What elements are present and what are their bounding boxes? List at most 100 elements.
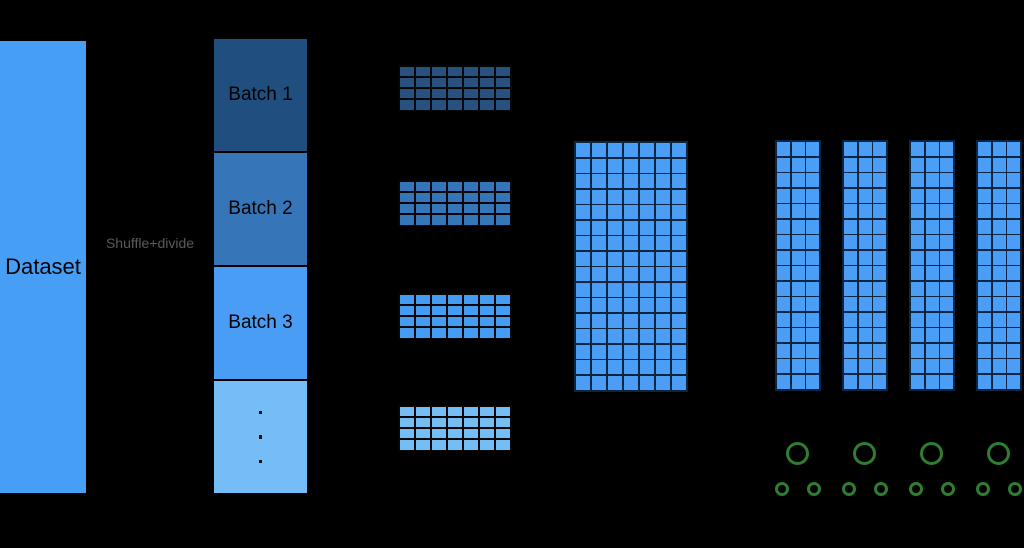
grid-cell [655, 344, 671, 359]
tree-leaf-node [874, 482, 888, 496]
grid-cell [415, 428, 431, 439]
grid-cell [591, 220, 607, 235]
grid-cell [671, 329, 686, 344]
grid-cell [777, 328, 790, 343]
grid-cell [844, 266, 857, 281]
grid-cell [495, 417, 511, 428]
grid-cell [415, 88, 431, 99]
grid-cell [639, 205, 655, 220]
grid-cell [479, 294, 495, 305]
grid-cell [463, 428, 479, 439]
grid-cell [925, 374, 939, 389]
grid-cell [447, 406, 463, 417]
grid-cell [447, 316, 463, 327]
grid-cell [777, 250, 790, 265]
grid-cell [671, 236, 686, 251]
grid-cell [1007, 173, 1020, 188]
grid-cell [925, 266, 939, 281]
grid-cell [940, 312, 953, 327]
grid-cell [940, 188, 953, 203]
grid-cell [992, 328, 1006, 343]
grid-cell [431, 203, 447, 214]
grid-cell [1007, 235, 1020, 250]
grid-cell [777, 297, 790, 312]
grid-cell [925, 173, 939, 188]
tree-root-node [920, 442, 943, 465]
grid-cell [479, 203, 495, 214]
grid-cell [925, 188, 939, 203]
grid-cell [844, 204, 857, 219]
grid-cell [777, 312, 790, 327]
grid-cell [655, 282, 671, 297]
grid-cell [479, 88, 495, 99]
grid-cell [479, 439, 495, 450]
grid-cell [858, 281, 872, 296]
grid-cell [911, 312, 924, 327]
grid-cell [791, 374, 805, 389]
grid-cell [639, 329, 655, 344]
grid-cell [1007, 250, 1020, 265]
grid-cell [858, 157, 872, 172]
grid-cell [607, 344, 623, 359]
grid-cell [806, 235, 819, 250]
grid-cell [655, 174, 671, 189]
grid-cell [463, 66, 479, 77]
grid-cell [777, 219, 790, 234]
grid-cell [992, 235, 1006, 250]
grid-cell [777, 157, 790, 172]
grid-cell [873, 142, 886, 157]
grid-cell [873, 266, 886, 281]
grid-cell [777, 359, 790, 374]
grid-cell [1007, 204, 1020, 219]
grid-cell [447, 214, 463, 225]
grid-cell [399, 192, 415, 203]
grid-cell [925, 343, 939, 358]
grid-cell [978, 219, 991, 234]
grid-cell [415, 417, 431, 428]
grid-cell [844, 219, 857, 234]
grid-cell [607, 298, 623, 313]
grid-cell [639, 282, 655, 297]
grid-cell [873, 173, 886, 188]
grid-cell [925, 359, 939, 374]
grid-cell [447, 203, 463, 214]
grid-cell [777, 204, 790, 219]
batch-label: Batch 1 [228, 84, 293, 106]
grid-cell [858, 173, 872, 188]
grid-cell [576, 298, 591, 313]
grid-cell [791, 297, 805, 312]
ellipsis-dot [258, 435, 263, 439]
grid-cell [806, 142, 819, 157]
grid-cell [431, 316, 447, 327]
grid-cell [791, 142, 805, 157]
batch-grid [398, 180, 512, 226]
grid-cell [655, 143, 671, 158]
grid-cell [415, 181, 431, 192]
grid-cell [431, 406, 447, 417]
grid-cell [844, 297, 857, 312]
grid-cell [873, 374, 886, 389]
grid-cell [607, 236, 623, 251]
batch-segment: Batch 2 [214, 152, 307, 266]
grid-cell [495, 406, 511, 417]
grid-cell [576, 282, 591, 297]
grid-cell [639, 189, 655, 204]
grid-cell [576, 143, 591, 158]
grid-cell [447, 294, 463, 305]
grid-cell [607, 158, 623, 173]
grid-cell [591, 298, 607, 313]
grid-cell [940, 204, 953, 219]
grid-cell [623, 251, 639, 266]
grid-cell [1007, 312, 1020, 327]
grid-cell [591, 313, 607, 328]
grid-cell [591, 360, 607, 375]
grid-cell [463, 316, 479, 327]
grid-cell [671, 267, 686, 282]
grid-cell [447, 77, 463, 88]
grid-cell [607, 251, 623, 266]
grid-cell [671, 344, 686, 359]
grid-cell [940, 374, 953, 389]
grid-cell [591, 189, 607, 204]
grid-cell [639, 375, 655, 390]
grid-cell [791, 204, 805, 219]
